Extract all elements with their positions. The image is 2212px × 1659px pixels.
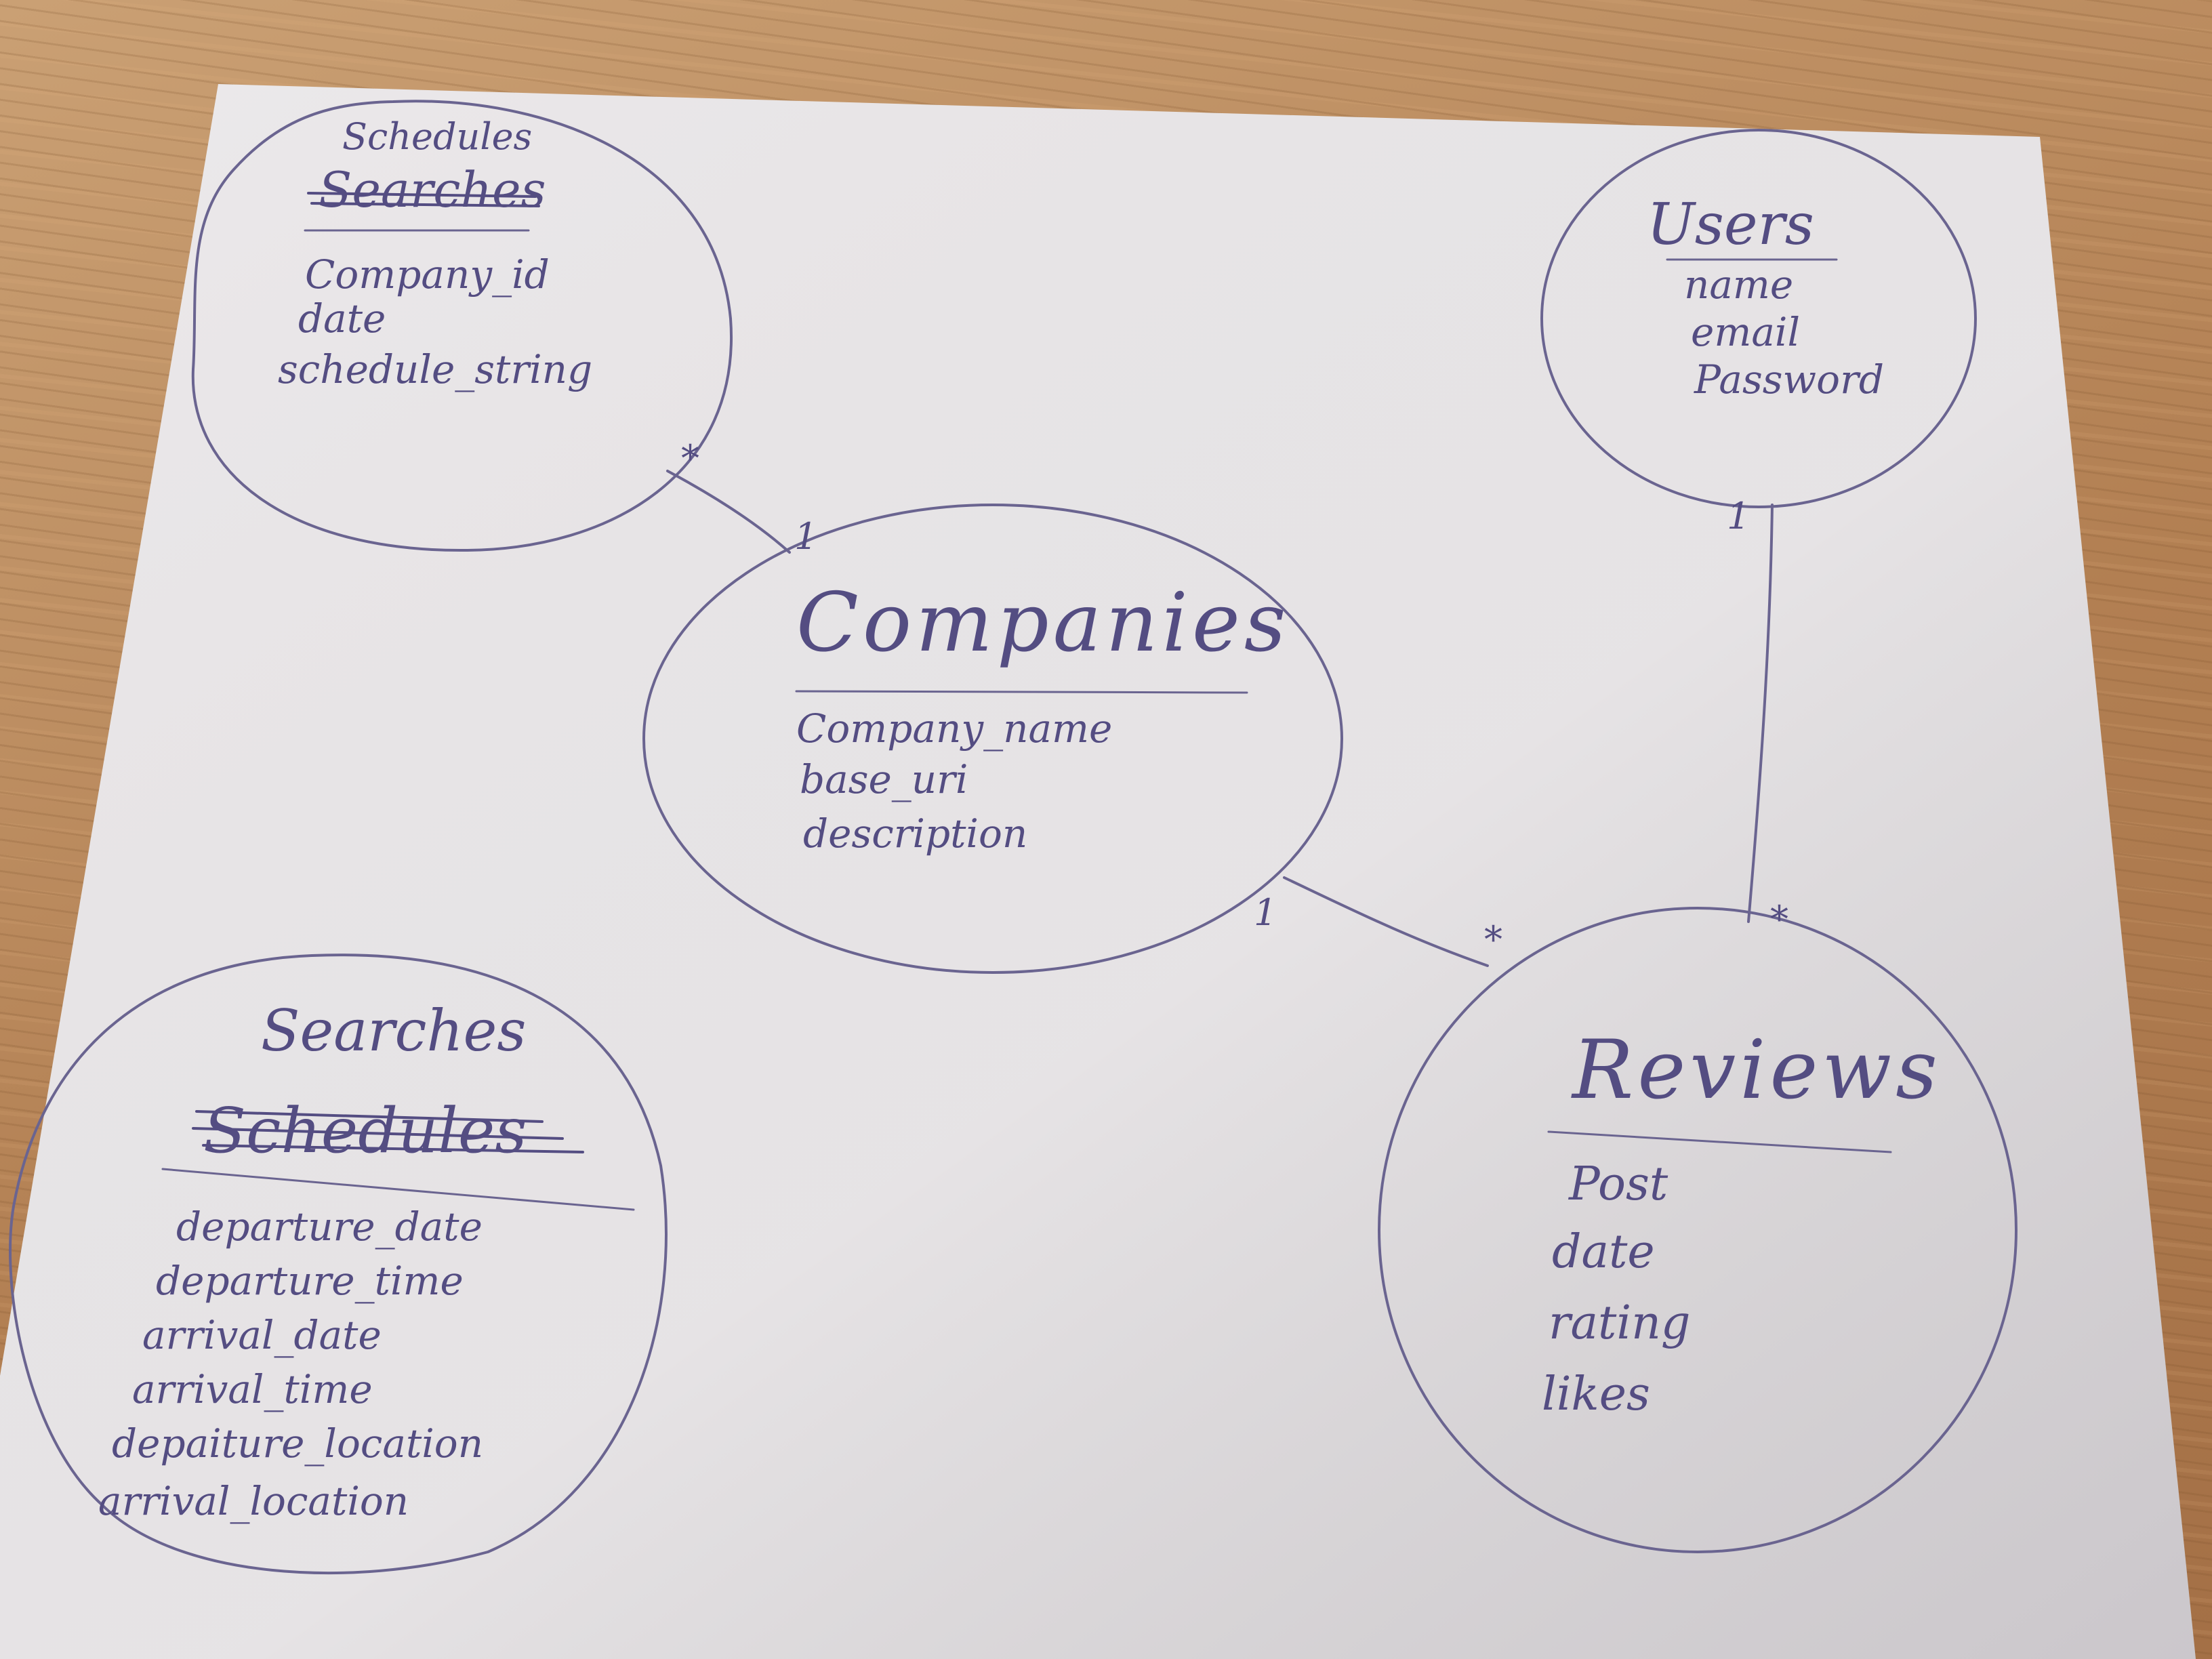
entity-schedules: Schedules Searches Company_id date sched… (191, 100, 733, 552)
entity-reviews-attr-4: likes (1542, 1368, 1650, 1421)
relationship-lines (666, 470, 1774, 967)
cardinality-users-one: 1 (1727, 495, 1750, 537)
entity-searches-divider (161, 1168, 635, 1211)
entity-users-attr-2: email (1691, 309, 1800, 355)
entity-searches: Searches Schedules departure_date depart… (9, 954, 668, 1575)
entity-reviews-ellipse (1378, 907, 2018, 1553)
entity-users-title: Users (1647, 191, 1814, 258)
entity-companies-attr-3: description (803, 811, 1027, 857)
entity-searches-attr-3: arrival_date (142, 1312, 382, 1358)
cardinality-reviews-many-from-companies: * (1484, 918, 1502, 961)
entity-schedules-attr-3: schedule_string (278, 346, 592, 392)
cardinality-companies-one: 1 (794, 515, 817, 558)
strike-line (195, 1110, 544, 1123)
entity-companies-ellipse (642, 504, 1343, 974)
entity-users: Users name email Password (1540, 129, 1977, 508)
line-users-reviews (1747, 504, 1774, 923)
entity-reviews-attr-2: date (1552, 1225, 1655, 1279)
entity-reviews-attr-3: rating (1549, 1296, 1690, 1350)
entity-companies-attr-1: Company_name (796, 705, 1112, 752)
entity-searches-attr-5: depaiture_location (112, 1420, 483, 1467)
strike-line (310, 202, 540, 207)
entity-reviews-title: Reviews (1571, 1023, 1942, 1118)
entity-searches-attr-2: departure_time (156, 1258, 464, 1304)
entity-companies-attr-2: base_uri (800, 756, 968, 802)
entity-reviews-attr-1: Post (1568, 1158, 1668, 1211)
entity-companies: Companies Company_name base_uri descript… (642, 504, 1343, 974)
entity-searches-attr-1: departure_date (176, 1204, 483, 1250)
entity-users-attr-3: Password (1694, 356, 1884, 403)
entity-companies-divider (795, 690, 1248, 694)
cardinality-marks: * 1 1 * 1 * (681, 437, 1788, 961)
entity-users-ellipse (1540, 129, 1977, 508)
entity-schedules-struck-title: Searches (319, 161, 546, 218)
entity-companies-title: Companies (796, 576, 1290, 670)
paper-sheet (0, 84, 2196, 1659)
cardinality-companies-one-to-reviews: 1 (1254, 891, 1277, 934)
line-companies-reviews (1283, 876, 1489, 967)
entity-users-attr-1: name (1684, 262, 1793, 308)
entity-schedules-attr-2: date (298, 295, 386, 342)
entity-reviews-divider (1547, 1130, 1892, 1153)
entity-reviews: Reviews Post date rating likes (1378, 907, 2018, 1553)
strike-line (202, 1144, 584, 1153)
strike-line (307, 192, 537, 198)
line-schedules-companies (666, 470, 791, 554)
entity-searches-title: Searches (261, 998, 526, 1064)
entity-schedules-attr-1: Company_id (305, 251, 550, 298)
strike-line (192, 1127, 564, 1140)
entity-searches-ellipse (9, 954, 668, 1575)
entity-searches-attr-6: arrival_location (98, 1478, 409, 1524)
entity-searches-attr-4: arrival_time (132, 1366, 373, 1412)
cardinality-schedules-many: * (681, 437, 699, 480)
entity-schedules-ellipse (191, 100, 733, 552)
cardinality-reviews-many-from-users: * (1770, 898, 1788, 941)
entity-schedules-title: Schedules (342, 115, 532, 158)
